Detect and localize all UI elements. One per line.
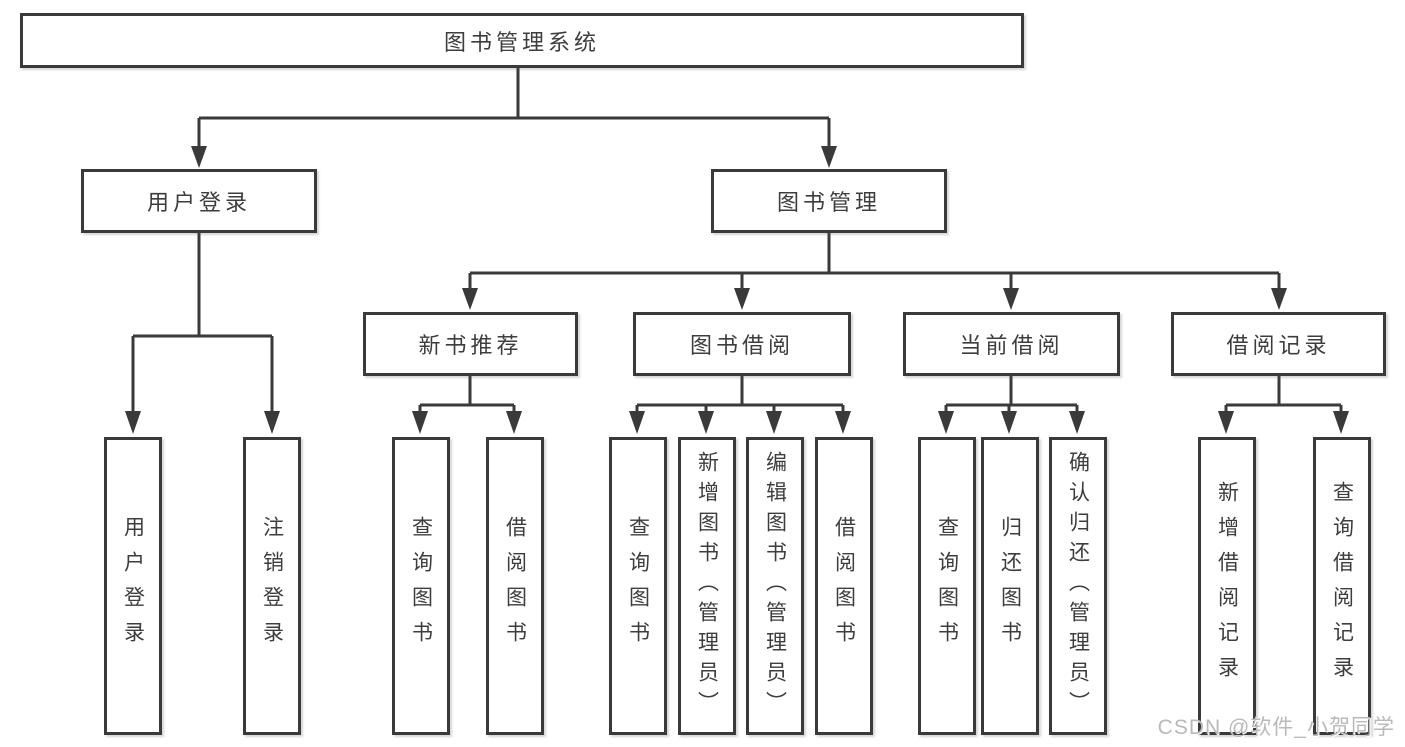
connector-user-login-children [125, 232, 280, 434]
node-book-management: 图书管理 [711, 169, 947, 233]
arrow-head [734, 288, 750, 310]
arrow-head [821, 146, 837, 168]
arrow-head [629, 411, 645, 434]
leaf-add-books-admin-label: 新增图书（管理员） [695, 451, 719, 721]
arrow-head [1003, 288, 1019, 310]
node-borrow-record: 借阅记录 [1171, 312, 1386, 376]
leaf-query-books-current-label: 查询图书 [935, 516, 959, 656]
connector-current-borrow-children [938, 375, 1085, 434]
leaf-confirm-return-admin-label: 确认归还（管理员） [1066, 451, 1090, 721]
node-new-book-recommend: 新书推荐 [363, 312, 578, 376]
leaf-user-login: 用户登录 [104, 437, 162, 735]
arrow-head [191, 146, 207, 168]
node-user-login: 用户登录 [81, 169, 317, 233]
csdn-watermark: CSDN @软件_小贺同学 [1157, 716, 1395, 739]
leaf-user-login-label: 用户登录 [121, 516, 145, 656]
node-root-label: 图书管理系统 [443, 29, 600, 55]
arrow-head [938, 411, 954, 434]
leaf-confirm-return-admin: 确认归还（管理员） [1049, 437, 1107, 735]
node-new-book-recommend-label: 新书推荐 [418, 333, 523, 358]
arrow-head [506, 411, 522, 434]
arrow-head [1001, 411, 1017, 434]
leaf-borrow-books: 借阅图书 [815, 437, 873, 735]
node-book-borrow-label: 图书借阅 [689, 333, 794, 358]
arrow-head [698, 411, 714, 434]
leaf-query-borrow-record: 查询借阅记录 [1313, 437, 1371, 735]
node-current-borrow-label: 当前借阅 [959, 333, 1064, 358]
connector-borrow-record-children [1218, 375, 1349, 434]
leaf-borrow-books-label: 借阅图书 [832, 516, 856, 656]
leaf-query-books-recommend: 查询图书 [392, 437, 450, 735]
arrow-head [125, 411, 141, 434]
node-book-management-label: 图书管理 [776, 190, 881, 215]
leaf-borrow-books-recommend-label: 借阅图书 [503, 516, 527, 656]
connector-root-to-level2 [191, 67, 837, 168]
leaf-add-borrow-record-label: 新增借阅记录 [1215, 481, 1239, 691]
leaf-return-books-label: 归还图书 [998, 516, 1022, 656]
node-user-login-label: 用户登录 [146, 190, 251, 215]
arrow-head [1271, 288, 1287, 310]
leaf-return-books: 归还图书 [981, 437, 1039, 735]
arrow-head [1069, 411, 1085, 434]
arrow-head [412, 411, 428, 434]
leaf-query-borrow-record-label: 查询借阅记录 [1330, 481, 1354, 691]
leaf-add-borrow-record: 新增借阅记录 [1198, 437, 1256, 735]
node-borrow-record-label: 借阅记录 [1226, 333, 1331, 358]
leaf-query-books-borrow: 查询图书 [609, 437, 667, 735]
node-current-borrow: 当前借阅 [903, 312, 1120, 376]
arrow-head [1333, 411, 1349, 434]
arrow-head [835, 411, 851, 434]
leaf-query-books-recommend-label: 查询图书 [409, 516, 433, 656]
leaf-add-books-admin: 新增图书（管理员） [678, 437, 736, 735]
leaf-edit-books-admin-label: 编辑图书（管理员） [763, 451, 787, 721]
node-book-borrow: 图书借阅 [633, 312, 851, 376]
leaf-edit-books-admin: 编辑图书（管理员） [746, 437, 804, 735]
arrow-head [462, 288, 478, 310]
leaf-query-books-borrow-label: 查询图书 [626, 516, 650, 656]
leaf-logout-label: 注销登录 [260, 516, 284, 656]
arrow-head [766, 411, 782, 434]
arrow-head [1218, 411, 1234, 434]
leaf-logout: 注销登录 [243, 437, 301, 735]
leaf-query-books-current: 查询图书 [918, 437, 976, 735]
node-root-system: 图书管理系统 [20, 13, 1024, 68]
arrow-head [264, 411, 280, 434]
connector-book-borrow-children [629, 375, 851, 434]
connector-book-mgmt-children [462, 232, 1287, 310]
connector-new-book-children [412, 375, 522, 434]
leaf-borrow-books-recommend: 借阅图书 [486, 437, 544, 735]
